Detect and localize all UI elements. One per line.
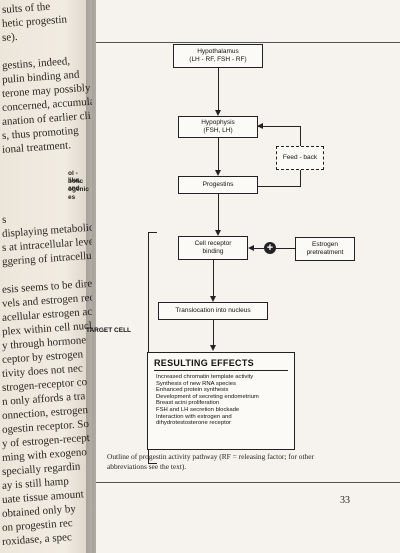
line-estrogen-plus <box>276 248 295 249</box>
arrow-hypophysis-progestins <box>218 138 219 172</box>
resulting-effect-item: Development of secreting endometrium <box>156 393 259 400</box>
translocation-label: Translocation into nucleus <box>175 307 251 314</box>
progestins-box: Progestins <box>178 176 258 194</box>
left-page-sidebar-text: ol - like, <box>68 170 81 184</box>
plus-node: + <box>264 242 276 254</box>
translocation-box: Translocation into nucleus <box>158 302 268 320</box>
left-page-line: s <box>1 213 7 226</box>
resulting-effect-item: Breast acini proliferation <box>156 400 220 407</box>
left-page-line: se). <box>1 30 18 44</box>
estrogen-box: Estrogen pretreatment <box>295 237 355 261</box>
arrowhead-progestins <box>215 170 221 176</box>
resulting-effect-item: FSH and LH secretion blockade <box>156 406 240 413</box>
resulting-effects-title: RESULTING EFFECTS <box>154 358 288 371</box>
estrogen-label: Estrogen <box>311 241 339 248</box>
resulting-effect-item: Increased chromatin template activity <box>156 374 254 380</box>
feedback-line-from-progestins <box>258 186 301 187</box>
target-cell-label: TARGET CELL <box>86 327 132 334</box>
feedback-label: Feed - back <box>282 154 318 161</box>
right-page: Hypothalamus (LH - RF, FSH - RF) Hypophy… <box>86 0 400 553</box>
feedback-line-up <box>300 126 301 146</box>
left-page-line: hetic progestin <box>1 13 68 30</box>
resulting-effect-item: Synthesis of new RNA species <box>156 380 236 387</box>
page-number: 33 <box>340 495 350 506</box>
arrowhead-receptor <box>215 230 221 236</box>
figure-caption: Outline of progestin activity pathway (R… <box>107 452 314 471</box>
arrow-translocation-results <box>213 320 214 346</box>
left-page-sidebar-text: ogenic <box>68 186 89 193</box>
hypothalamus-box: Hypothalamus (LH - RF, FSH - RF) <box>173 44 263 68</box>
bottom-rule <box>96 482 400 483</box>
estrogen-label-2: pretreatment <box>306 249 344 256</box>
hypophysis-label: Hypophysis <box>201 119 235 126</box>
feedback-line-to-hypophysis <box>258 126 301 127</box>
resulting-effect-item: Interaction with estrogen and <box>156 413 232 420</box>
target-cell-bracket <box>148 232 157 464</box>
left-page-sidebar-text: bolic and <box>68 178 84 192</box>
receptor-label: Cell receptor <box>194 240 232 247</box>
progestins-label: Progestins <box>202 181 234 188</box>
line-plus-receptor <box>254 248 264 249</box>
arrow-receptor-translocation <box>213 260 214 298</box>
arrowhead-plus-receptor <box>248 245 254 251</box>
left-page-line: sults of the <box>1 0 51 16</box>
resulting-effect-item: Enhanced protein synthesis <box>156 387 229 394</box>
arrowhead-feedback <box>257 123 263 129</box>
arrow-hypothalamus-hypophysis <box>218 68 219 112</box>
left-page-line: roxidase, a spec <box>1 531 73 548</box>
hypophysis-box: Hypophysis (FSH, LH) <box>178 116 258 138</box>
receptor-label-2: binding <box>202 248 224 255</box>
arrow-progestins-receptor <box>218 194 219 232</box>
arrowhead-results <box>210 345 216 351</box>
arrowhead-translocation <box>210 296 216 302</box>
arrowhead-hypophysis <box>215 110 221 116</box>
left-page-sidebar-text: es <box>68 194 76 201</box>
hypothalamus-label: Hypothalamus <box>197 48 239 55</box>
receptor-box: Cell receptor binding <box>178 236 248 260</box>
feedback-box: Feed - back <box>276 146 324 170</box>
hypophysis-subtitle: (FSH, LH) <box>203 127 233 134</box>
feedback-line-down <box>300 170 301 186</box>
left-page-line: ional treatment. <box>1 139 72 156</box>
resulting-effect-item: dihydrotestosterone receptor <box>156 420 231 427</box>
hypothalamus-subtitle: (LH - RF, FSH - RF) <box>189 56 247 63</box>
resulting-effects-box: RESULTING EFFECTS Increased chromatin te… <box>147 352 295 450</box>
top-rule <box>96 42 400 43</box>
